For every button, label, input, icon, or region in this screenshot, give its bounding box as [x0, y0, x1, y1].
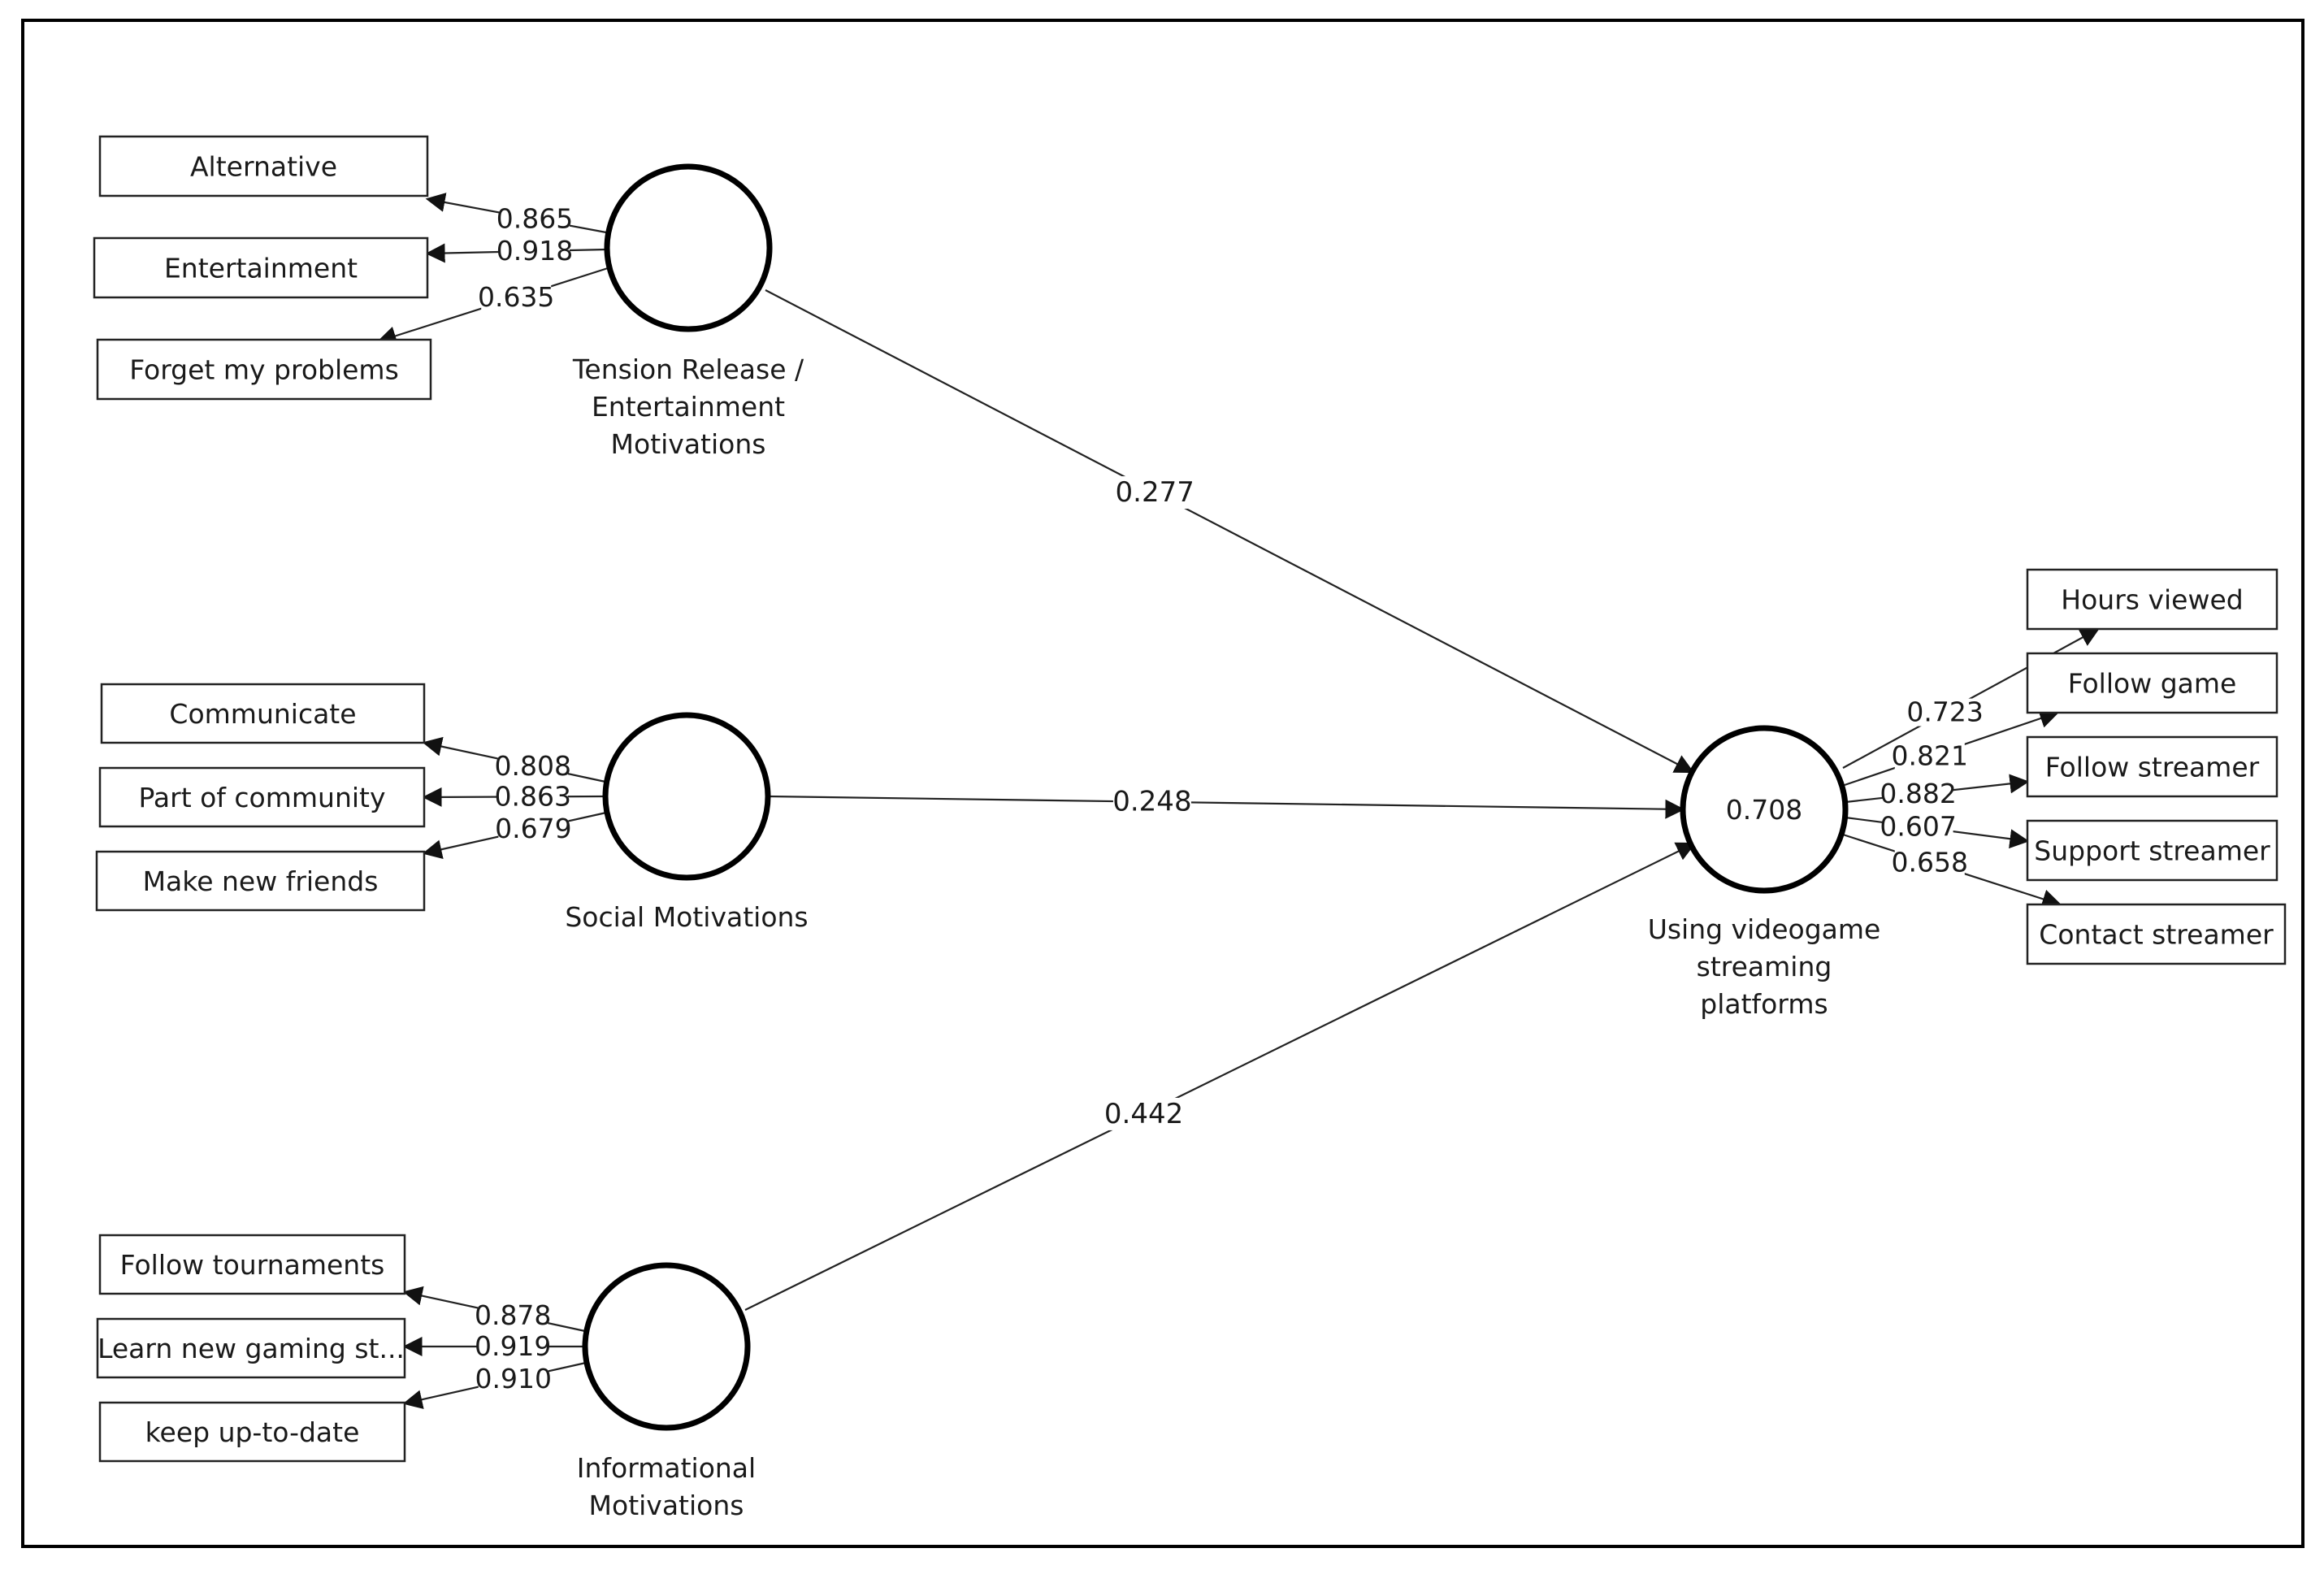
loading-value-bg [1894, 742, 1965, 770]
loading-value: 0.919 [475, 1330, 551, 1362]
loading-value: 0.865 [496, 203, 573, 235]
loading-value-bg [478, 1333, 548, 1360]
indicator-box: Make new friends [95, 850, 426, 912]
indicator-box: Forget my problems [96, 338, 432, 401]
loading-value-bg [500, 205, 570, 233]
indicator-box-rect [98, 1234, 406, 1295]
loading-value: 0.808 [495, 750, 571, 782]
construct-label: Entertainment [592, 391, 785, 423]
loading-value-bg [500, 237, 570, 265]
path-arrow-social [767, 795, 1685, 819]
loading-value: 0.821 [1892, 739, 1968, 771]
loading-value: 0.863 [495, 780, 571, 812]
indicator-label: Contact streamer [2039, 919, 2274, 951]
latent-variable-tension [604, 163, 773, 332]
indicator-label: keep up-to-date [145, 1416, 360, 1448]
loading-value-bg [1910, 698, 1980, 726]
loading-value-bg [498, 815, 569, 843]
indicator-box: Contact streamer [2026, 903, 2287, 965]
indicator-label: Communicate [169, 698, 356, 730]
loading-value: 0.882 [1880, 778, 1956, 809]
indicator-box: Support streamer [2026, 819, 2278, 882]
indicator-box: Follow tournaments [98, 1234, 406, 1295]
loading-value: 0.658 [1892, 846, 1968, 878]
path-coefficient-bg [1116, 476, 1195, 510]
loading-value-bg [478, 1301, 548, 1329]
indicator-box: Follow streamer [2026, 735, 2278, 798]
path-arrow-tension [765, 289, 1695, 774]
indicator-box: Entertainment [93, 236, 429, 299]
loading-arrow [1842, 627, 2101, 769]
loading-value-bg [478, 1365, 548, 1393]
indicator-box-rect [2026, 568, 2278, 631]
indicator-box-rect [2026, 819, 2278, 882]
indicator-box: keep up-to-date [98, 1401, 406, 1463]
indicator-box: Part of community [98, 766, 426, 828]
loading-value: 0.635 [478, 281, 554, 313]
indicator-box-rect [93, 236, 429, 299]
indicator-label: Learn new gaming st... [98, 1333, 405, 1364]
construct-label: Tension Release / [572, 353, 804, 385]
loading-value: 0.723 [1906, 696, 1983, 728]
indicator-box-rect [96, 1317, 406, 1379]
indicator-box-rect [95, 850, 426, 912]
indicator-label: Alternative [190, 151, 337, 183]
indicator-box: Learn new gaming st... [96, 1317, 406, 1379]
indicator-box: Hours viewed [2026, 568, 2278, 631]
loading-value: 0.910 [475, 1363, 552, 1394]
construct-label: Social Motivations [565, 901, 808, 933]
indicator-box-rect [98, 766, 426, 828]
indicator-box-rect [2026, 735, 2278, 798]
loading-value-bg [481, 284, 552, 311]
path-coefficient-bg [1112, 785, 1191, 818]
indicator-box: Communicate [100, 683, 426, 744]
indicator-box-rect [2026, 903, 2287, 965]
loading-value: 0.918 [496, 235, 573, 267]
loading-value: 0.607 [1880, 811, 1956, 843]
indicator-box-rect [98, 135, 429, 197]
indicator-box-rect [2026, 652, 2278, 714]
indicator-label: Follow game [2068, 668, 2237, 700]
indicator-box: Alternative [98, 135, 429, 197]
indicator-label: Forget my problems [129, 354, 399, 386]
loading-value-bg [497, 752, 568, 780]
loading-value-bg [1894, 848, 1965, 877]
r-squared-value: 0.708 [1726, 794, 1802, 826]
latent-variable-social [602, 712, 771, 881]
latent-variable-usage [1680, 725, 1849, 894]
loading-value-bg [497, 783, 568, 811]
path-arrow-informational [744, 842, 1697, 1311]
indicator-label: Support streamer [2034, 835, 2270, 867]
indicator-label: Follow streamer [2045, 752, 2260, 783]
indicator-label: Make new friends [143, 865, 379, 897]
construct-label: platforms [1700, 988, 1828, 1020]
construct-label: Using videogame [1648, 913, 1881, 945]
indicator-label: Hours viewed [2061, 584, 2243, 616]
loading-value: 0.878 [475, 1299, 551, 1331]
indicator-box-rect [98, 1401, 406, 1463]
indicator-label: Entertainment [164, 253, 358, 284]
latent-variable-informational [582, 1262, 751, 1431]
indicator-box-rect [96, 338, 432, 401]
indicator-box-rect [100, 683, 426, 744]
loading-value-bg [1883, 780, 1953, 808]
indicator-box: Follow game [2026, 652, 2278, 714]
indicator-label: Part of community [138, 782, 385, 813]
path-coefficient: 0.442 [1104, 1098, 1183, 1130]
path-coefficient: 0.277 [1116, 476, 1195, 509]
construct-label: Motivations [611, 428, 766, 460]
path-coefficient-bg [1104, 1097, 1183, 1130]
indicator-label: Follow tournaments [120, 1249, 385, 1281]
construct-label: streaming [1697, 951, 1832, 982]
path-coefficient: 0.248 [1112, 786, 1191, 818]
diagram-frame [21, 19, 2304, 1548]
loading-value-bg [1883, 813, 1953, 841]
construct-label: Informational [577, 1452, 756, 1484]
loading-value: 0.679 [495, 813, 571, 844]
construct-label: Motivations [589, 1490, 744, 1521]
